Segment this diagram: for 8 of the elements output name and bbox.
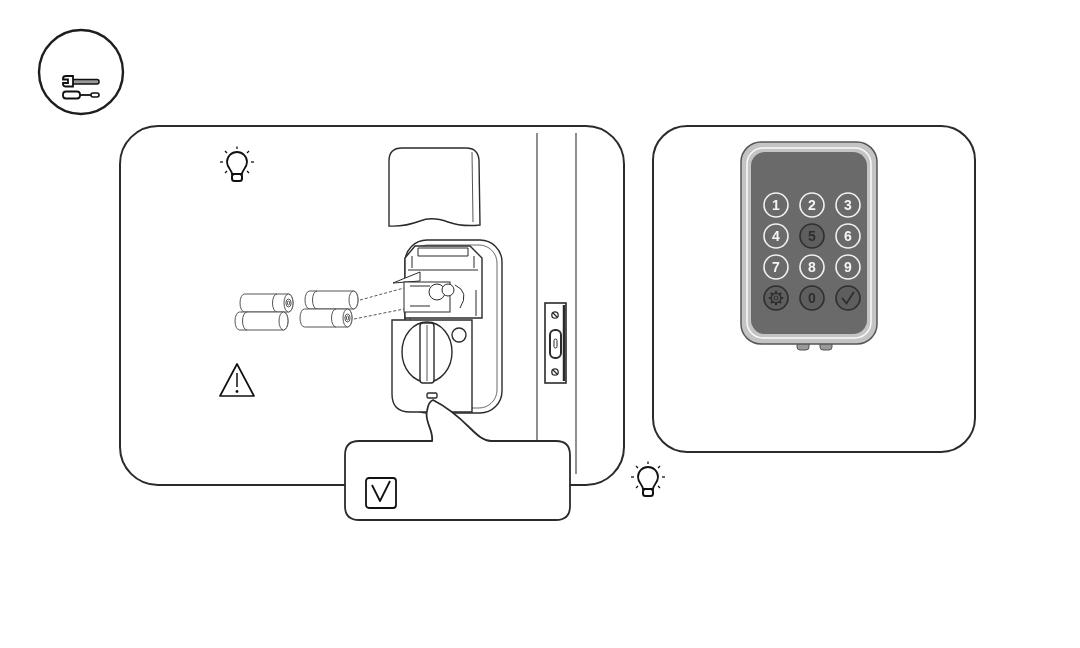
key-digit: 6 [843,228,853,244]
key-digit: 2 [807,197,817,213]
key-digit: 3 [843,197,853,213]
key-digit: 4 [771,228,781,244]
key-digit: 7 [771,259,781,275]
key-digit: 1 [771,197,781,213]
key-digit: 9 [843,259,853,275]
key-digit: 8 [807,259,817,275]
